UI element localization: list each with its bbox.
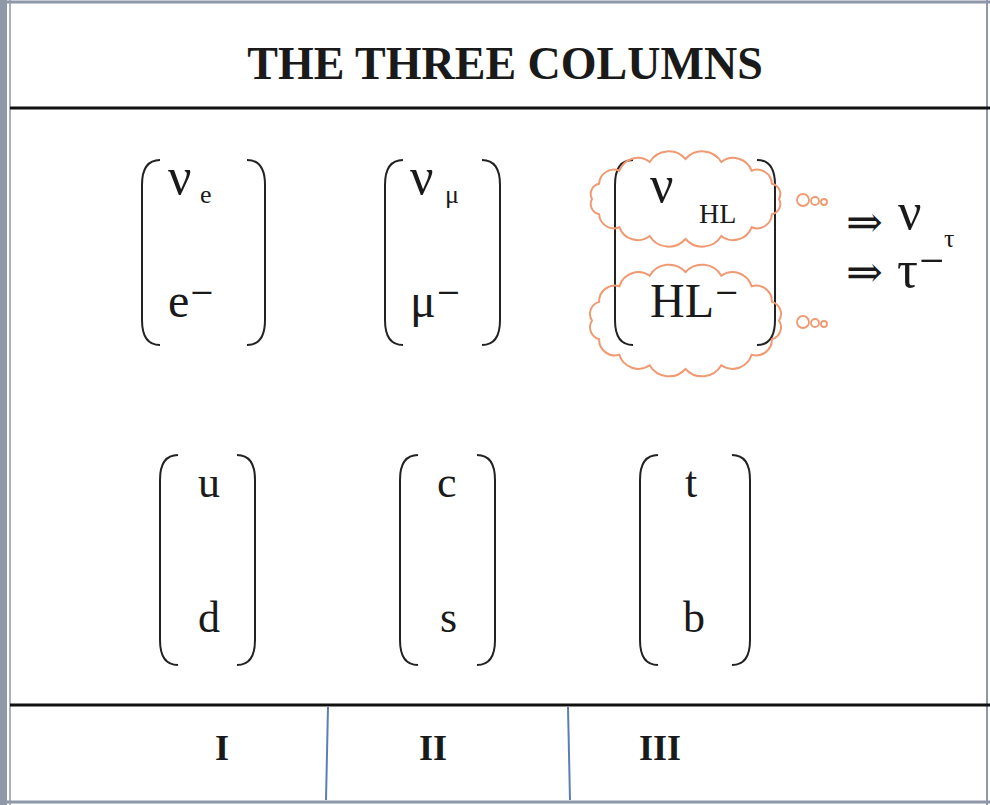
bracket xyxy=(142,160,160,345)
column-divider xyxy=(568,707,570,800)
frame-edge xyxy=(0,0,7,805)
trail-bubble xyxy=(797,316,809,328)
thought-cloud: νHL xyxy=(578,145,793,253)
bracket xyxy=(400,455,418,665)
brackets xyxy=(142,160,775,665)
particle-symbol: e⁻ xyxy=(168,277,215,325)
particle-symbol: ν xyxy=(168,151,192,203)
particle-symbol: ν xyxy=(410,151,434,203)
column-number: I xyxy=(215,730,229,766)
trail-bubble xyxy=(811,319,819,327)
subscript: μ xyxy=(445,182,459,208)
frame-edge xyxy=(9,0,11,805)
quark-symbol: b xyxy=(683,596,705,640)
particle-symbol: μ⁻ xyxy=(410,277,461,325)
thought-cloud: HL⁻ xyxy=(578,258,793,383)
particle-symbol: ν xyxy=(650,159,674,211)
bracket xyxy=(757,160,775,345)
bracket xyxy=(160,455,178,665)
quark-symbol: d xyxy=(198,596,220,640)
particle-symbol: HL⁻ xyxy=(650,277,739,325)
trail-bubble xyxy=(821,199,827,205)
implies-arrow: ⇒ xyxy=(846,201,883,245)
bracket xyxy=(482,160,500,345)
bracket xyxy=(237,455,255,665)
column-number: II xyxy=(419,730,447,766)
bracket xyxy=(640,455,658,665)
frame-edge xyxy=(0,1,990,4)
footer-rule xyxy=(10,704,990,707)
frame-edge xyxy=(0,801,990,804)
cloud-path xyxy=(590,265,781,377)
quark-symbol: u xyxy=(198,461,220,505)
bracket xyxy=(385,160,403,345)
implies-arrow: ⇒ xyxy=(846,251,883,295)
particle-symbol: τ⁻ xyxy=(897,244,945,296)
trail-bubble xyxy=(811,197,819,205)
cloud-path xyxy=(591,151,781,246)
cloud-trail xyxy=(797,194,827,328)
title-rule xyxy=(10,107,990,110)
frame-edge xyxy=(986,0,988,805)
trail-bubble xyxy=(797,194,809,206)
quark-symbol: c xyxy=(437,461,457,505)
diagram-title: THE THREE COLUMNS xyxy=(247,41,762,87)
bracket xyxy=(477,455,495,665)
quark-symbol: t xyxy=(685,461,697,505)
cloud-outline xyxy=(578,145,793,253)
trail-bubble xyxy=(821,321,827,327)
subscript: e xyxy=(200,182,212,208)
column-divider xyxy=(326,707,328,800)
bracket xyxy=(247,160,265,345)
particle-symbol: ν xyxy=(898,186,922,238)
bracket xyxy=(615,160,633,345)
bracket xyxy=(732,455,750,665)
quark-symbol: s xyxy=(440,596,457,640)
subscript: τ xyxy=(944,226,954,252)
subscript: HL xyxy=(699,200,736,228)
column-number: III xyxy=(639,730,681,766)
